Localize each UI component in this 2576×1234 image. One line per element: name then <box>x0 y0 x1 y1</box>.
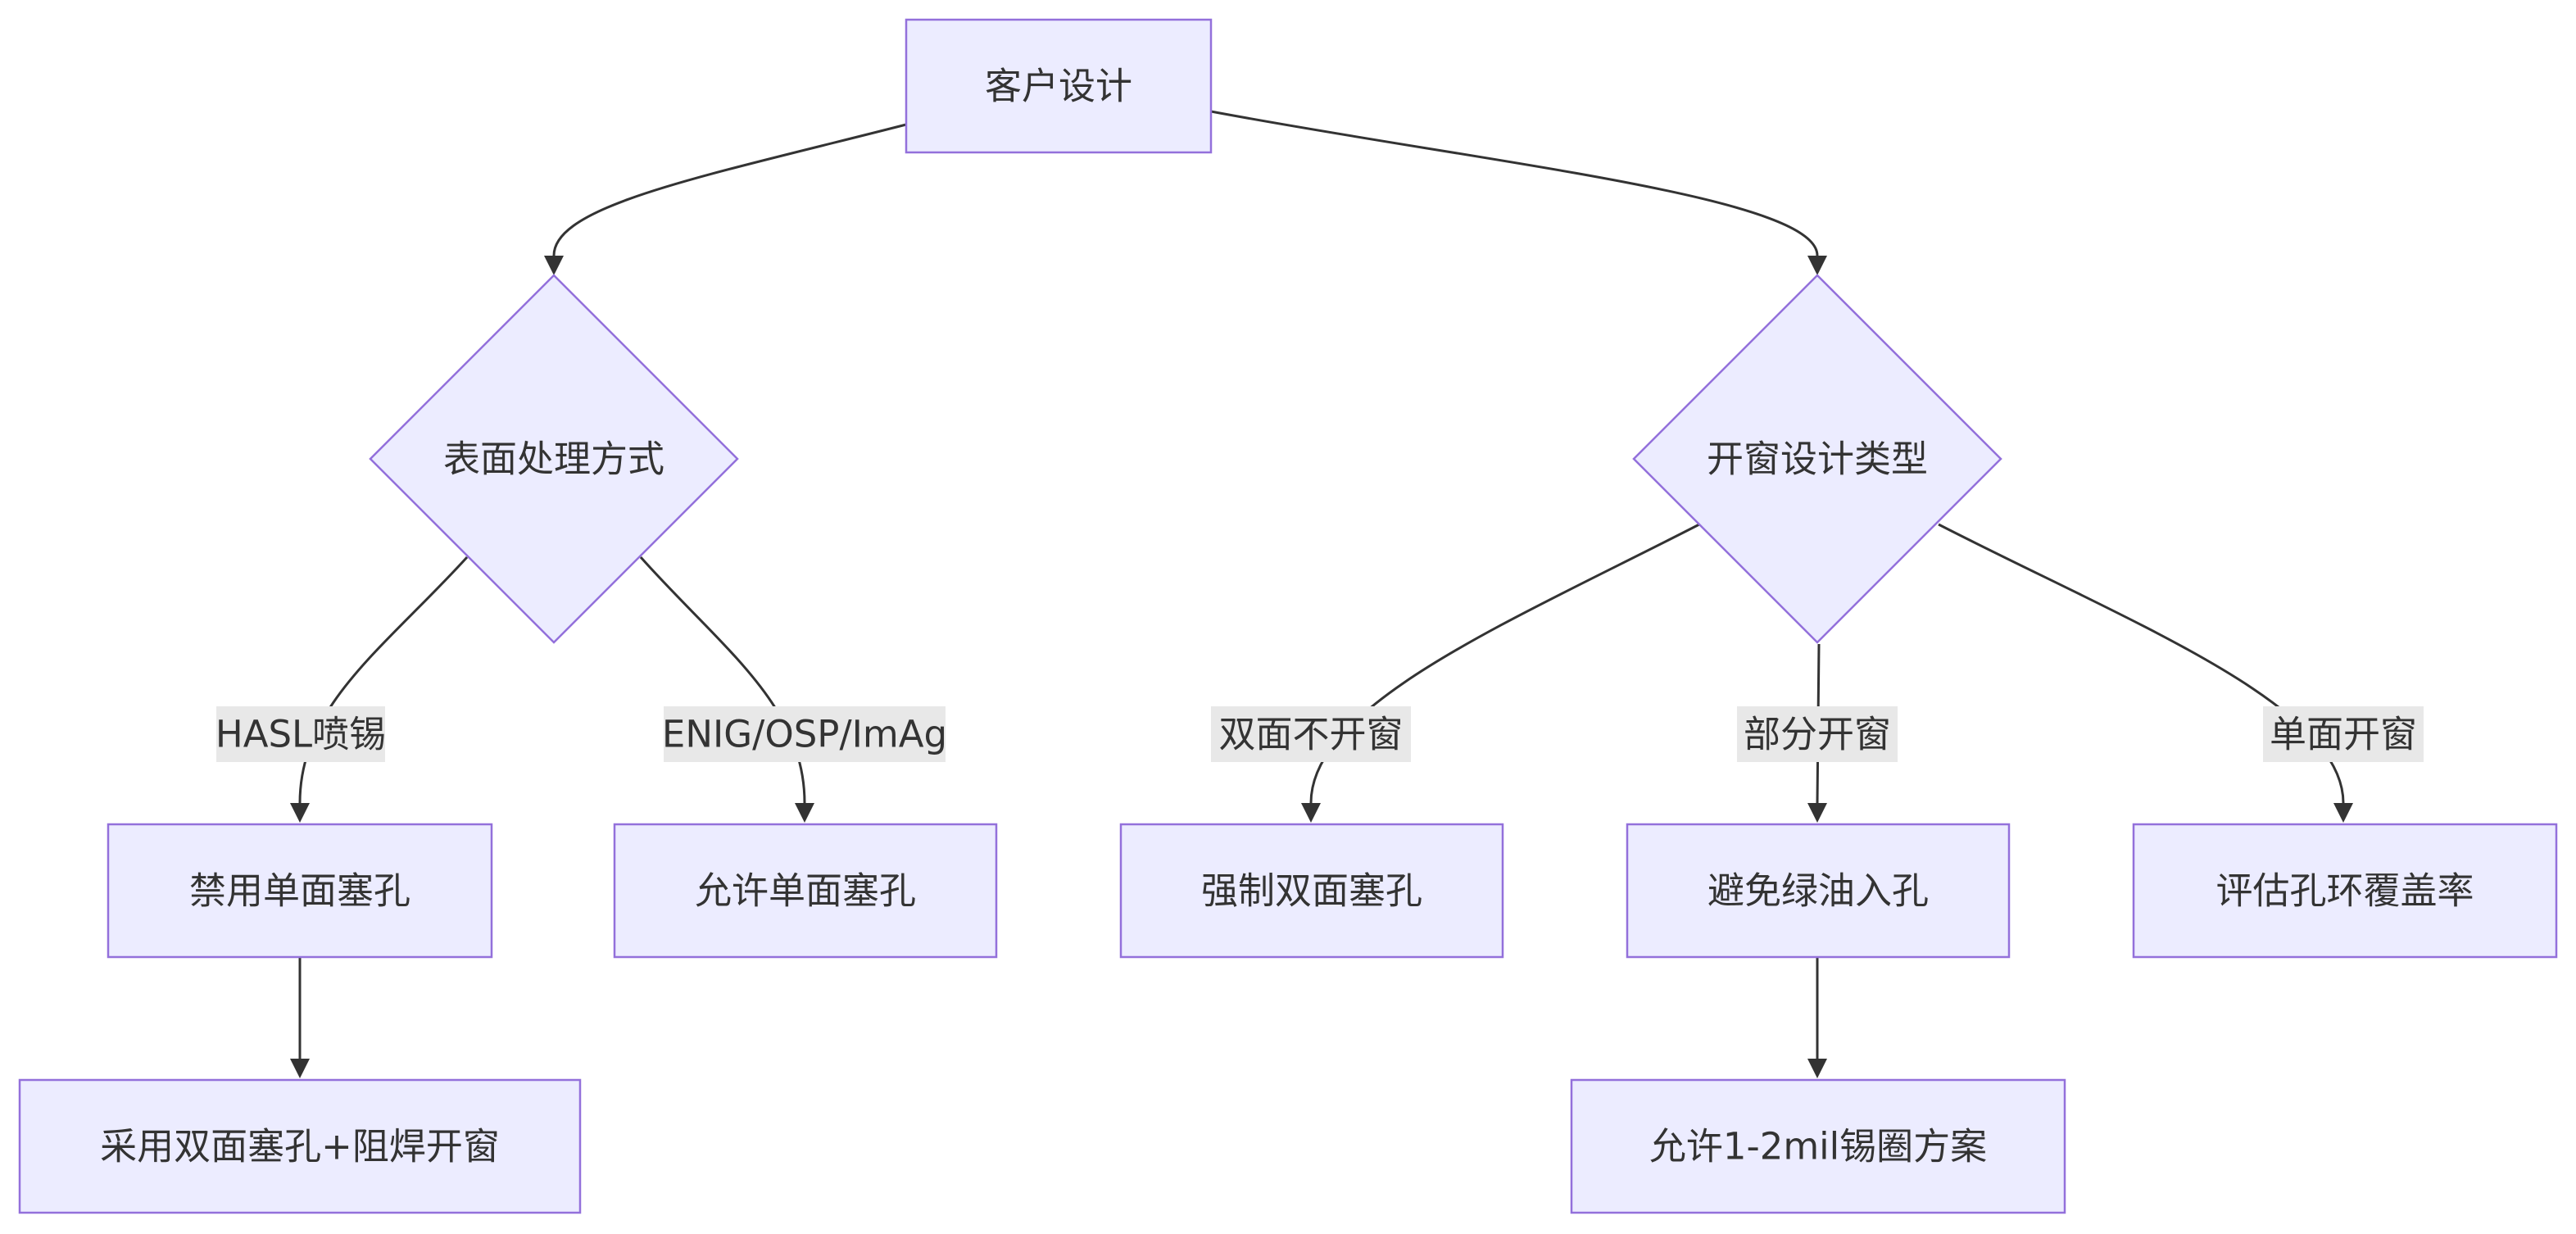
edge-surface-to-ban <box>298 556 469 804</box>
node-customer-design: 客户设计 <box>905 18 1213 154</box>
edge-label-hasl: HASL喷锡 <box>215 706 386 762</box>
edges <box>290 110 2353 1078</box>
edge-label-double-no-window-text: 双面不开窗 <box>1218 713 1403 756</box>
nodes: 客户设计 表面处理方式 开窗设计类型 禁用单面塞孔 允许单面塞孔 强制双面塞孔 <box>18 18 2558 1214</box>
edge-label-enig-text: ENIG/OSP/ImAg <box>662 713 947 756</box>
edge-label-single-window: 单面开窗 <box>2263 706 2424 762</box>
node-window-type: 开窗设计类型 <box>1632 274 2002 644</box>
edge-labels: HASL喷锡 ENIG/OSP/ImAg 双面不开窗 部分开窗 单面开窗 <box>215 706 2424 762</box>
node-force-double-plug: 强制双面塞孔 <box>1119 823 1504 959</box>
node-double-plug-window: 采用双面塞孔+阻焊开窗 <box>18 1078 582 1214</box>
node-surface-finish-label: 表面处理方式 <box>443 438 664 481</box>
arrowhead <box>290 1059 310 1078</box>
arrowhead <box>1301 803 1321 823</box>
arrowhead <box>1807 256 1827 275</box>
edge-label-single-window-text: 单面开窗 <box>2270 713 2417 756</box>
edge-customer-to-window <box>1210 110 1819 256</box>
arrowhead <box>1807 803 1827 823</box>
node-evaluate-ring: 评估孔环覆盖率 <box>2132 823 2558 959</box>
edge-label-hasl-text: HASL喷锡 <box>215 713 386 756</box>
node-force-double-plug-label: 强制双面塞孔 <box>1201 869 1422 913</box>
node-allow-single-plug: 允许单面塞孔 <box>613 823 998 959</box>
edge-label-double-no-window: 双面不开窗 <box>1211 706 1411 762</box>
edge-window-to-force <box>1309 523 1700 804</box>
node-window-type-label: 开窗设计类型 <box>1707 438 1928 481</box>
arrowhead <box>795 803 814 823</box>
node-avoid-green-oil-label: 避免绿油入孔 <box>1708 869 1929 913</box>
arrowhead <box>1807 1059 1827 1078</box>
node-surface-finish: 表面处理方式 <box>369 274 739 644</box>
edge-window-to-evaluate <box>1938 523 2345 804</box>
node-double-plug-window-label: 采用双面塞孔+阻焊开窗 <box>100 1125 500 1168</box>
edge-label-enig: ENIG/OSP/ImAg <box>662 706 947 762</box>
arrowhead <box>290 803 310 823</box>
node-evaluate-ring-label: 评估孔环覆盖率 <box>2215 869 2474 913</box>
node-avoid-green-oil: 避免绿油入孔 <box>1626 823 2011 959</box>
node-customer-design-label: 客户设计 <box>985 65 1132 108</box>
node-ban-single-plug-label: 禁用单面塞孔 <box>189 869 410 913</box>
arrowhead <box>544 256 564 275</box>
edge-label-partial-window-text: 部分开窗 <box>1744 713 1891 756</box>
node-allow-ring-scheme: 允许1-2mil锡圈方案 <box>1570 1078 2066 1214</box>
edge-customer-to-surface <box>552 123 907 256</box>
node-allow-ring-scheme-label: 允许1-2mil锡圈方案 <box>1649 1125 1987 1168</box>
edge-surface-to-allow <box>639 556 806 804</box>
edge-label-partial-window: 部分开窗 <box>1737 706 1898 762</box>
node-ban-single-plug: 禁用单面塞孔 <box>107 823 493 959</box>
arrowhead <box>2333 803 2353 823</box>
node-allow-single-plug-label: 允许单面塞孔 <box>695 869 916 913</box>
